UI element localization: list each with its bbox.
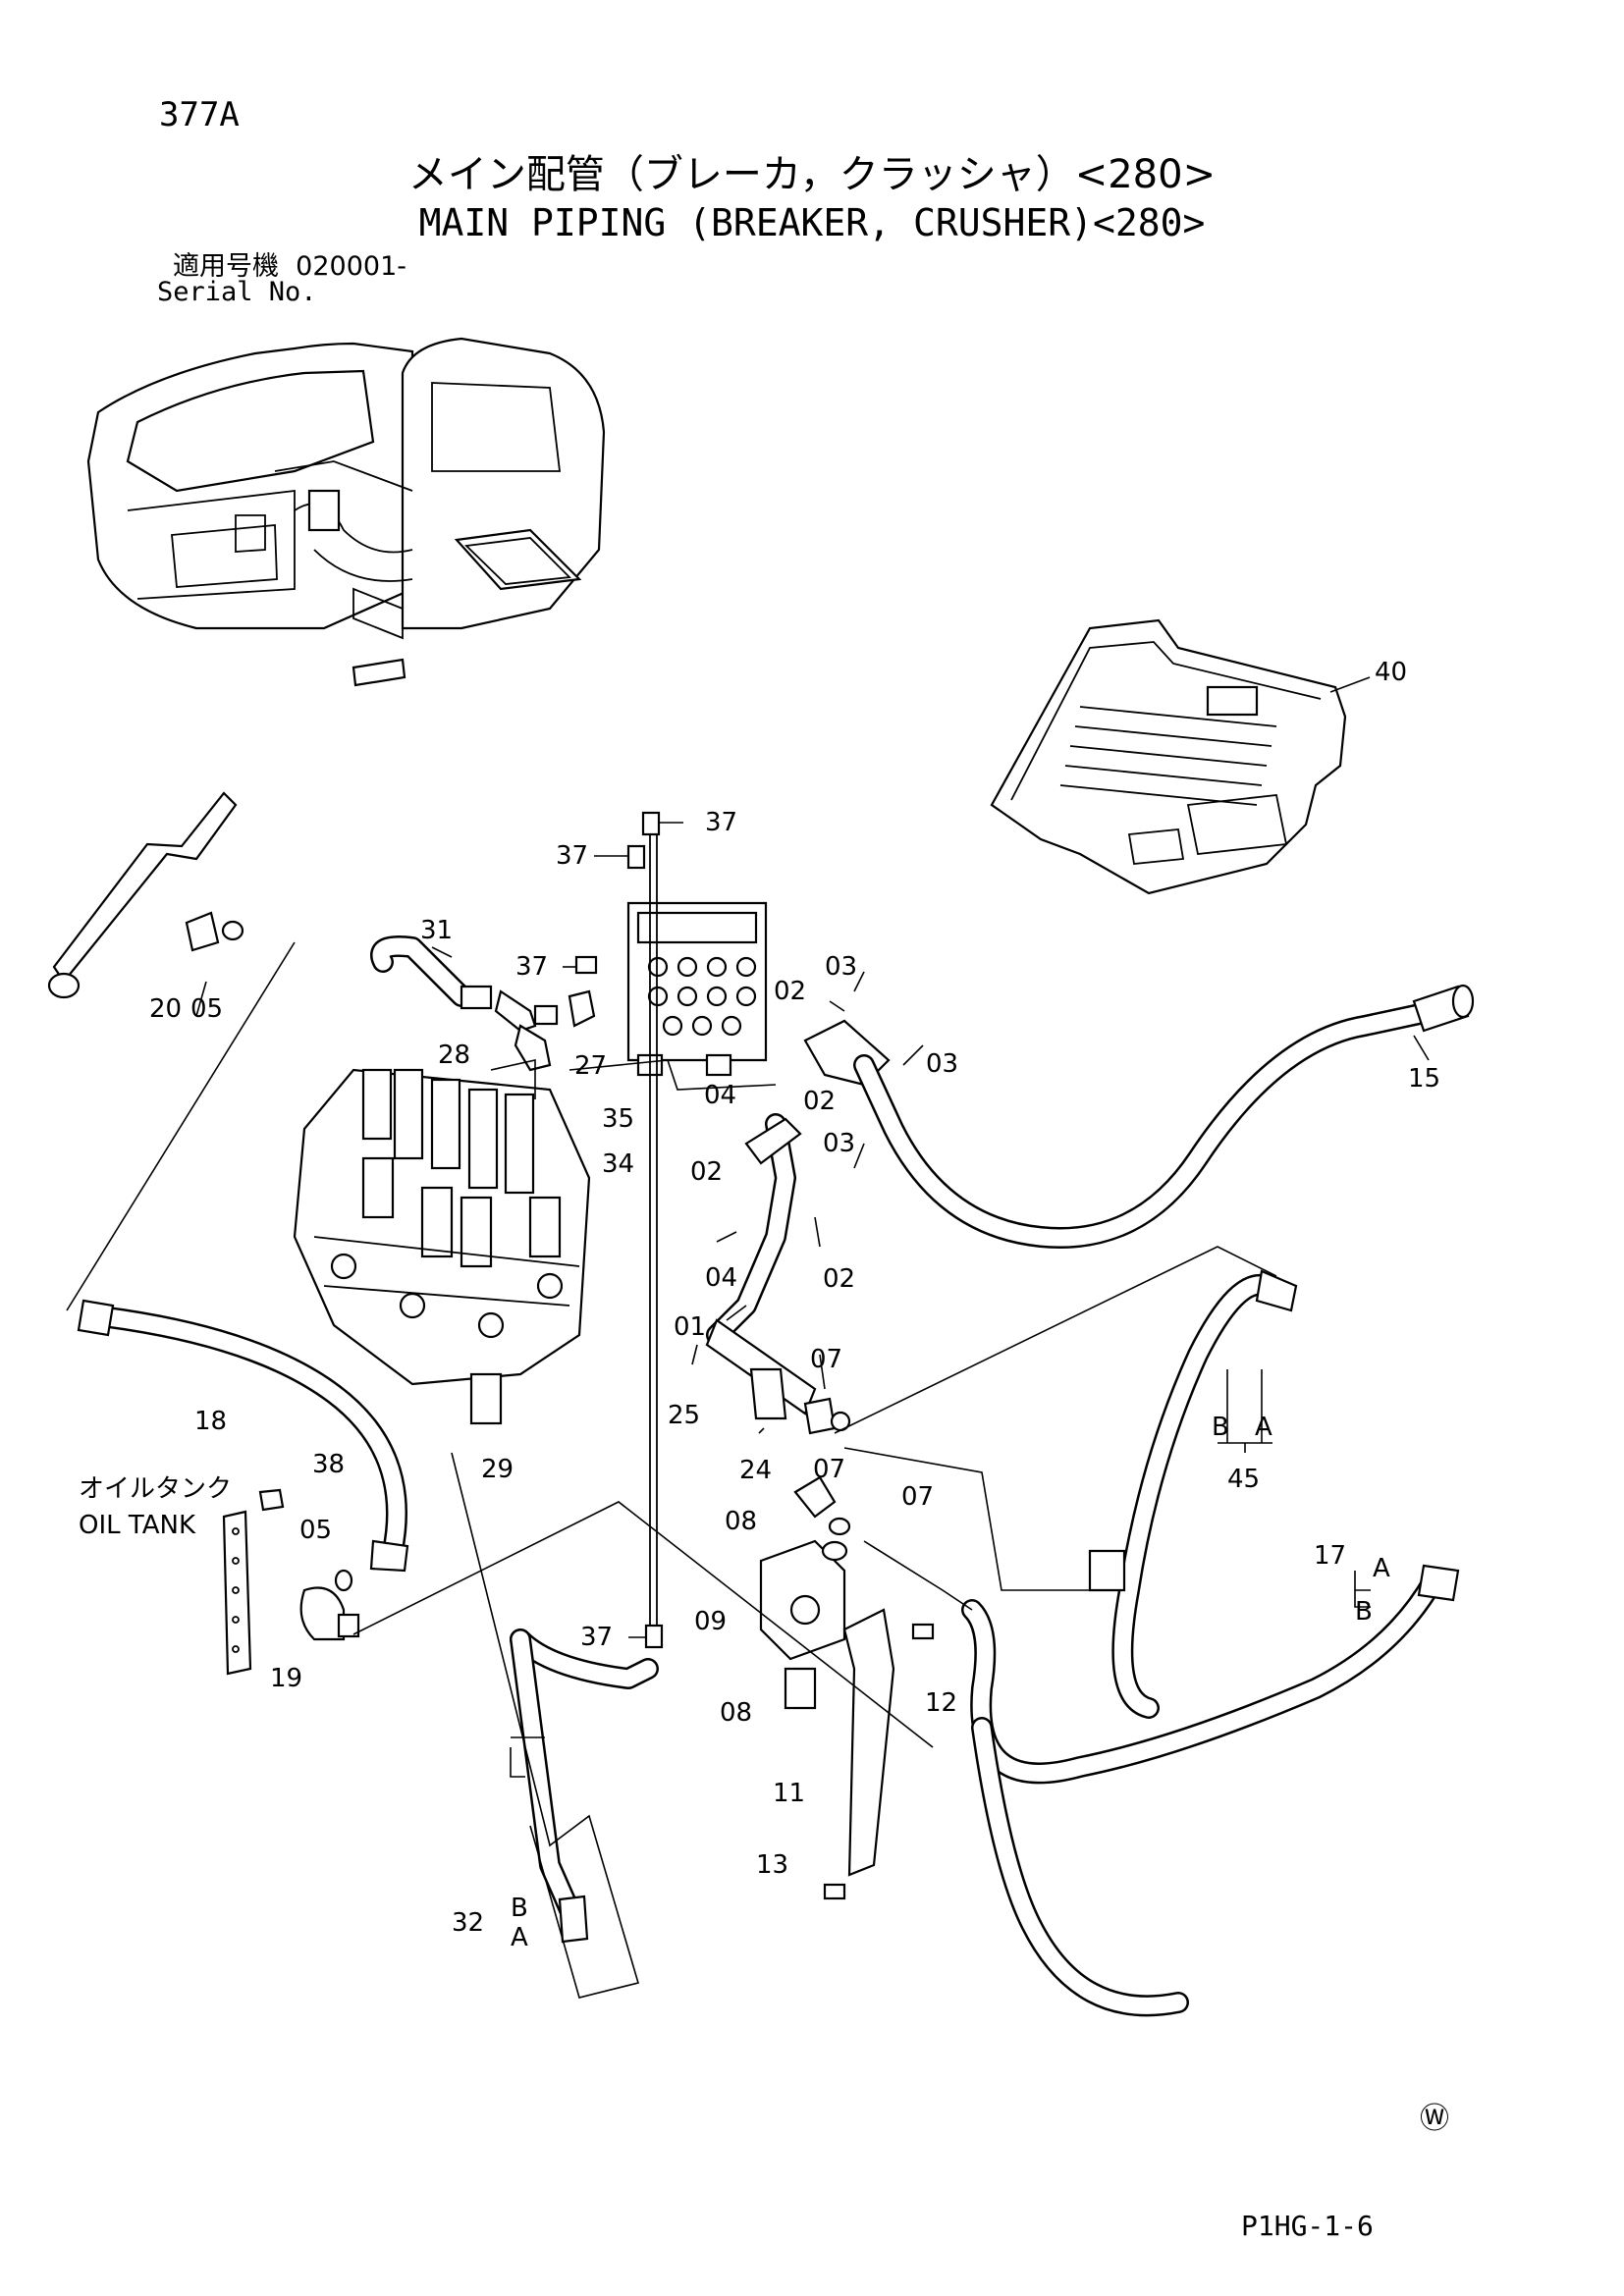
callout-09: 09 <box>694 1607 727 1636</box>
callout-07-mid: 07 <box>813 1455 845 1484</box>
page-title-japanese: メイン配管（ブレーカ，クラッシャ）<280> <box>407 152 1217 197</box>
drawing-code: P1HG-1-6 <box>1241 2210 1374 2242</box>
serial-number-value: 020001- <box>296 251 406 282</box>
callout-32-a: A <box>511 1923 528 1952</box>
callout-28: 28 <box>438 1041 470 1070</box>
callout-37-upper: 37 <box>556 841 588 871</box>
callout-05-top: 05 <box>190 994 223 1024</box>
callout-45: 45 <box>1227 1465 1260 1494</box>
callout-32-b: B <box>511 1894 528 1923</box>
callout-35: 35 <box>602 1104 634 1134</box>
callout-08-lower: 08 <box>720 1698 752 1728</box>
page-title-english: MAIN PIPING (BREAKER, CRUSHER)<280> <box>418 201 1206 244</box>
callout-37-lower: 37 <box>580 1623 613 1652</box>
pipe-01-assembly <box>705 1019 891 1435</box>
callout-25: 25 <box>668 1401 700 1430</box>
pilot-valve-block <box>626 901 768 1077</box>
callout-34: 34 <box>602 1149 634 1179</box>
callout-02-lower: 02 <box>823 1264 855 1294</box>
oil-tank-label-en: OIL TANK <box>79 1511 196 1540</box>
hose-17 <box>961 1564 1460 2017</box>
hose-32 <box>510 1629 659 1944</box>
callout-40: 40 <box>1375 658 1407 687</box>
callout-24: 24 <box>739 1456 772 1485</box>
callout-18: 18 <box>194 1407 227 1436</box>
callout-32: 32 <box>452 1908 484 1938</box>
callout-17: 17 <box>1314 1541 1346 1571</box>
oil-tank-pipe <box>47 791 244 999</box>
callout-45-b: B <box>1212 1413 1229 1442</box>
hose-18 <box>77 1299 409 1573</box>
callout-17-a: A <box>1373 1554 1390 1583</box>
page-number: 377A <box>159 95 240 134</box>
callout-37-top: 37 <box>705 808 737 837</box>
callout-03-top: 03 <box>825 952 857 982</box>
fittings-37 <box>574 811 664 1649</box>
part-40-floor-mat <box>990 618 1347 895</box>
hose-31 <box>370 935 596 1072</box>
callout-17-b: B <box>1355 1597 1373 1627</box>
oil-tank-label-ja: オイルタンク <box>79 1474 232 1504</box>
hose-15 <box>853 984 1475 1249</box>
callout-07-top: 07 <box>810 1345 842 1374</box>
callout-labels: 37 37 37 37 40 31 20 05 03 02 03 28 27 0… <box>79 658 1440 1952</box>
watermark-symbol: Ⓦ <box>1420 2102 1449 2136</box>
callout-45-a: A <box>1255 1413 1272 1442</box>
assembly-outlines <box>66 941 1277 1999</box>
callout-15: 15 <box>1408 1064 1440 1094</box>
callout-20: 20 <box>149 994 182 1024</box>
oil-tank-bracket <box>222 1488 360 1676</box>
callout-02-left: 02 <box>690 1157 723 1187</box>
callout-29: 29 <box>481 1455 514 1484</box>
callout-12: 12 <box>925 1688 957 1718</box>
callout-07-right: 07 <box>901 1482 934 1512</box>
excavator-overview-illustration <box>86 337 606 687</box>
callout-03-mid: 03 <box>823 1129 855 1158</box>
hose-45 <box>1088 1269 1298 1719</box>
callout-19: 19 <box>270 1664 302 1693</box>
callout-01: 01 <box>674 1312 706 1342</box>
callout-08-top: 08 <box>725 1507 757 1536</box>
block-09-and-bracket-11 <box>759 1475 935 1900</box>
callout-02-mid: 02 <box>803 1087 836 1116</box>
callout-37-mid: 37 <box>515 952 548 982</box>
callout-13: 13 <box>756 1850 788 1880</box>
serial-label-japanese: 適用号機 020001- <box>173 253 406 280</box>
callout-38: 38 <box>312 1450 345 1479</box>
callout-03-right: 03 <box>926 1049 958 1079</box>
serial-label-ja-text: 適用号機 <box>173 251 279 282</box>
control-valve-assembly <box>293 1068 591 1425</box>
callout-02-top: 02 <box>774 977 806 1006</box>
callout-leaders <box>195 676 1430 1778</box>
callout-05-lower: 05 <box>299 1516 332 1545</box>
callout-31: 31 <box>420 916 453 945</box>
callout-04-top: 04 <box>704 1081 736 1110</box>
serial-label-english: Serial No. <box>157 277 317 307</box>
callout-27: 27 <box>574 1051 607 1081</box>
callout-11: 11 <box>773 1779 805 1808</box>
callout-04-lower: 04 <box>705 1263 737 1293</box>
